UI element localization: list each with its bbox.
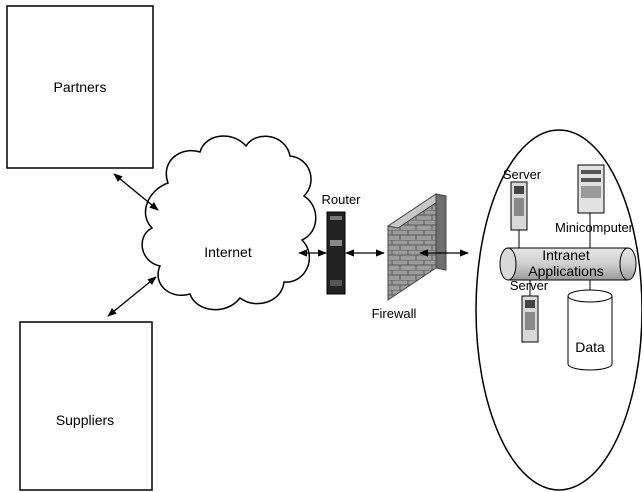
partners-internet-arrow (113, 173, 159, 211)
minicomputer-icon: Minicomputer (555, 164, 634, 235)
partners-box: Partners (6, 5, 154, 169)
firewall-label: Firewall (372, 306, 417, 321)
suppliers-label: Suppliers (56, 412, 114, 428)
intranet-ellipse (475, 129, 642, 491)
applications-label: Applications (528, 263, 604, 279)
intranet-label: Intranet (542, 247, 590, 263)
suppliers-box: Suppliers (19, 321, 153, 491)
minicomputer-label: Minicomputer (555, 220, 634, 235)
router-label: Router (321, 192, 361, 207)
server-bottom-label: Server (510, 278, 549, 293)
data-label: Data (575, 339, 605, 355)
suppliers-internet-arrow (107, 276, 157, 317)
internet-cloud: Internet (141, 135, 317, 311)
server-bottom-icon: Server (510, 278, 549, 343)
server-top-label: Server (503, 167, 542, 182)
partners-label: Partners (54, 79, 107, 95)
internet-label: Internet (204, 244, 252, 260)
data-cylinder: Data (567, 289, 613, 371)
server-top-icon: Server (503, 167, 542, 231)
firewall-icon: Firewall (372, 193, 448, 321)
intranet-applications-pipe: Intranet Applications (499, 247, 637, 281)
router-device: Router (321, 192, 361, 295)
